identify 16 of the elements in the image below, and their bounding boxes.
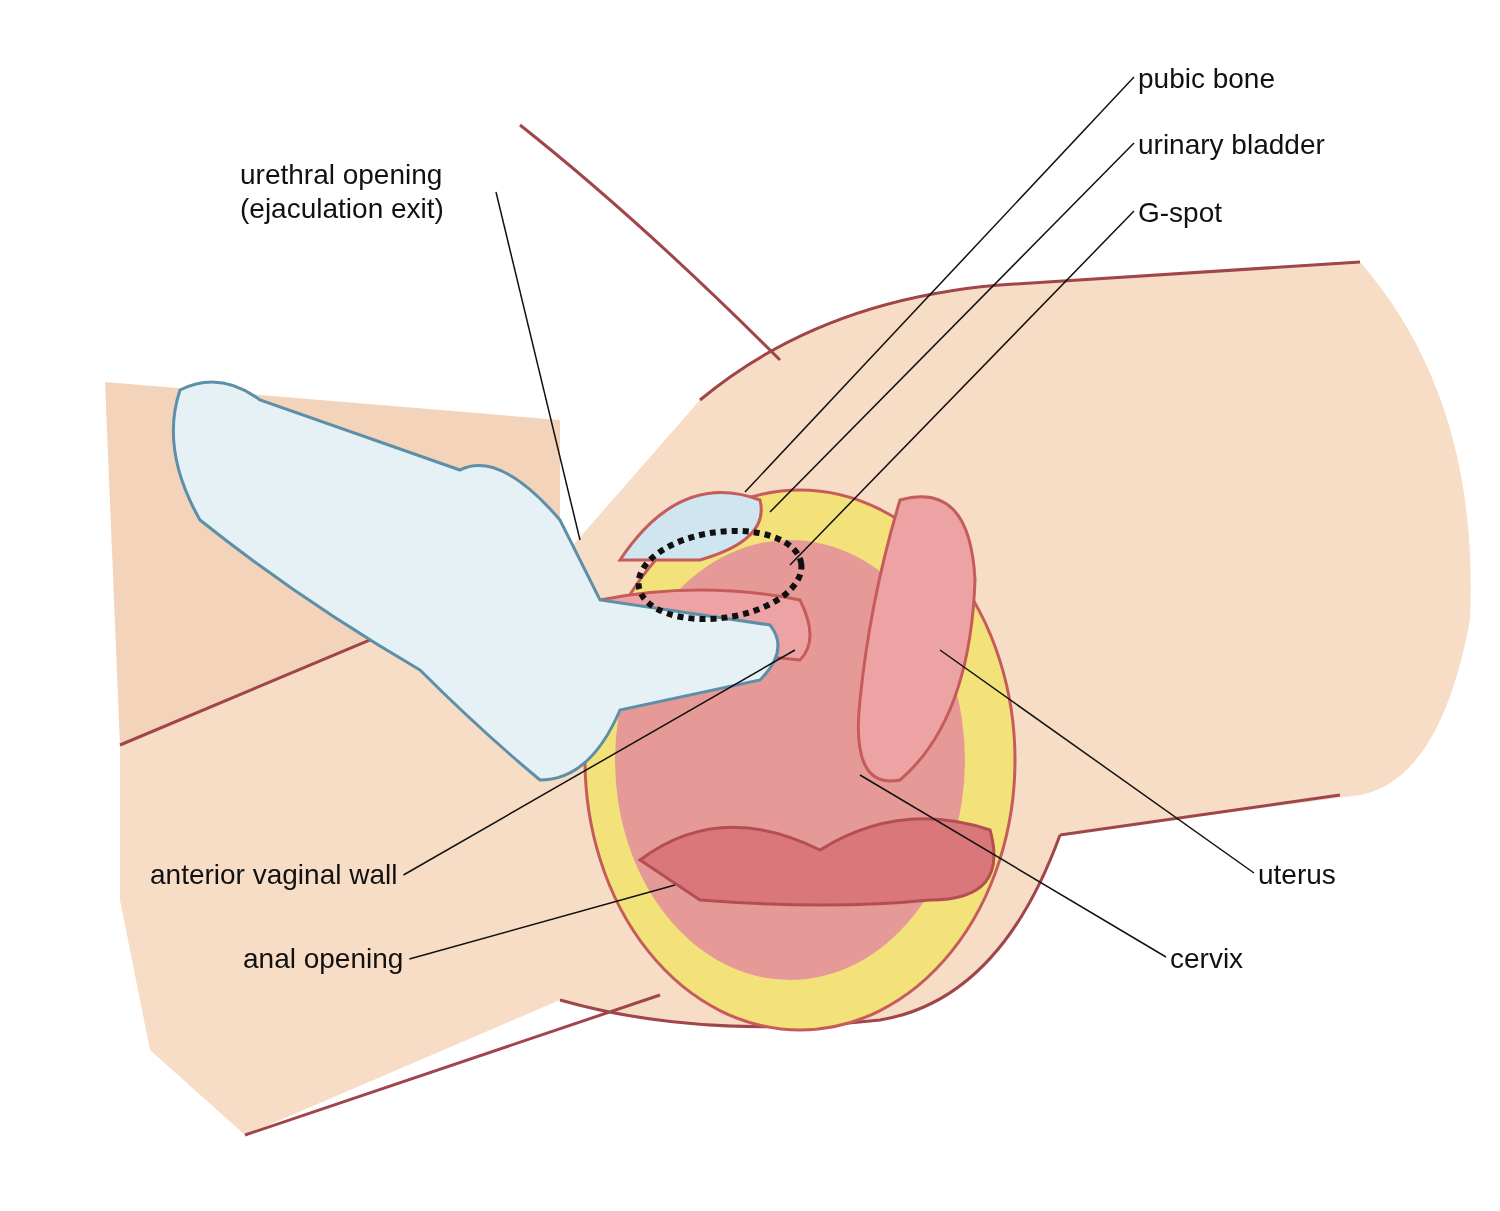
part-label: urethral opening (ejaculation exit) xyxy=(240,158,490,226)
leader-line xyxy=(495,191,581,541)
part-label: urinary bladder xyxy=(1138,128,1325,162)
part-label: anal opening xyxy=(243,942,404,976)
part-label: G-spot xyxy=(1138,196,1223,230)
leader-line xyxy=(859,774,1167,958)
part-label: pubic bone xyxy=(1138,62,1275,96)
leader-line xyxy=(402,649,796,876)
leader-line xyxy=(769,142,1135,513)
part-label: anterior vaginal wall xyxy=(150,858,398,892)
part-label: cervix xyxy=(1170,942,1244,976)
part-label: uterus xyxy=(1258,858,1336,892)
leader-line xyxy=(789,210,1135,566)
leader-line xyxy=(744,76,1135,493)
leader-line xyxy=(408,884,676,960)
leader-line xyxy=(939,649,1255,874)
